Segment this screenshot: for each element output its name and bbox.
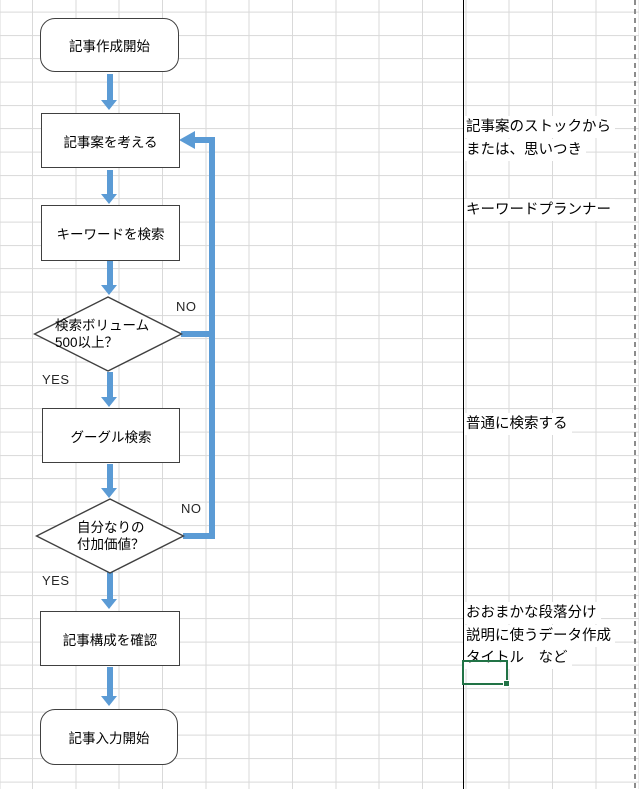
arrow-head-icon bbox=[101, 397, 117, 407]
no-loop-arrowhead-icon bbox=[179, 131, 195, 149]
decision-label-line1: 自分なりの bbox=[77, 520, 145, 535]
arrow-think-to-keyword[interactable] bbox=[101, 170, 118, 204]
arrow-head-icon bbox=[101, 488, 117, 498]
column-border-line bbox=[463, 0, 464, 789]
annotation-structure-line1[interactable]: おおまかな段落分け bbox=[464, 602, 601, 624]
node-decision-search-volume[interactable]: 検索ボリューム 500以上？ bbox=[33, 296, 183, 372]
yes-label-decision2: YES bbox=[42, 573, 70, 588]
no-loop-vertical-connector[interactable] bbox=[209, 137, 215, 539]
node-keyword-process[interactable]: キーワードを検索 bbox=[41, 205, 180, 261]
arrow-shaft bbox=[106, 572, 113, 601]
node-end-terminator[interactable]: 記事入力開始 bbox=[40, 709, 178, 765]
node-google-process[interactable]: グーグル検索 bbox=[42, 408, 180, 463]
node-structure-process[interactable]: 記事構成を確認 bbox=[40, 611, 180, 666]
active-cell-selection[interactable] bbox=[462, 660, 510, 687]
arrow-shaft bbox=[106, 667, 113, 698]
arrow-start-to-think[interactable] bbox=[101, 74, 118, 110]
decision-label-line2: 500以上？ bbox=[55, 335, 119, 350]
annotation-normal-search[interactable]: 普通に検索する bbox=[464, 413, 572, 435]
arrow-google-to-decision2[interactable] bbox=[101, 464, 118, 498]
no-loop-top-connector[interactable] bbox=[195, 137, 215, 143]
decision-label-line2: 付加価値？ bbox=[77, 537, 145, 552]
arrow-shaft bbox=[106, 170, 113, 196]
arrow-decision2-to-structure[interactable] bbox=[101, 572, 118, 609]
no-label-decision1: NO bbox=[176, 299, 197, 314]
annotation-structure-line3[interactable]: タイトル など bbox=[464, 647, 572, 669]
node-decision-added-value[interactable]: 自分なりの 付加価値？ bbox=[35, 498, 185, 574]
arrow-head-icon bbox=[101, 100, 117, 110]
no-label-decision2: NO bbox=[181, 501, 202, 516]
arrow-head-icon bbox=[101, 599, 117, 609]
node-start-terminator[interactable]: 記事作成開始 bbox=[40, 18, 179, 72]
node-think-process[interactable]: 記事案を考える bbox=[41, 113, 180, 168]
arrow-head-icon bbox=[101, 285, 117, 295]
arrow-structure-to-end[interactable] bbox=[101, 667, 118, 706]
arrow-head-icon bbox=[101, 696, 117, 706]
node-label: キーワードを検索 bbox=[56, 227, 165, 242]
arrow-head-icon bbox=[101, 194, 117, 204]
diamond-shape-icon bbox=[33, 296, 183, 372]
arrow-shaft bbox=[106, 464, 113, 490]
node-label: 記事作成開始 bbox=[69, 39, 150, 54]
arrow-shaft bbox=[106, 261, 113, 287]
arrow-shaft bbox=[106, 74, 113, 102]
fill-handle[interactable] bbox=[503, 680, 510, 687]
decision-label-line1: 検索ボリューム bbox=[55, 318, 150, 333]
annotation-idea-line2[interactable]: または、思いつき bbox=[464, 139, 586, 161]
annotation-keyword-planner[interactable]: キーワードプランナー bbox=[464, 199, 615, 221]
yes-label-decision1: YES bbox=[42, 372, 70, 387]
annotation-structure-line2[interactable]: 説明に使うデータ作成 bbox=[464, 625, 615, 647]
no-branch2-connector[interactable] bbox=[183, 533, 215, 539]
annotation-idea-line1[interactable]: 記事案のストックから bbox=[464, 116, 615, 138]
arrow-shaft bbox=[106, 372, 113, 399]
node-label: 記事構成を確認 bbox=[62, 632, 158, 648]
node-label: 記事案を考える bbox=[63, 134, 158, 150]
node-label: 記事入力開始 bbox=[68, 731, 150, 746]
node-label: グーグル検索 bbox=[70, 429, 152, 445]
diamond-shape-icon bbox=[35, 498, 185, 574]
page-break-dashed-line bbox=[634, 0, 636, 789]
arrow-decision1-to-google[interactable] bbox=[101, 372, 118, 407]
arrow-keyword-to-decision1[interactable] bbox=[101, 261, 118, 295]
no-branch1-connector[interactable] bbox=[181, 331, 215, 337]
